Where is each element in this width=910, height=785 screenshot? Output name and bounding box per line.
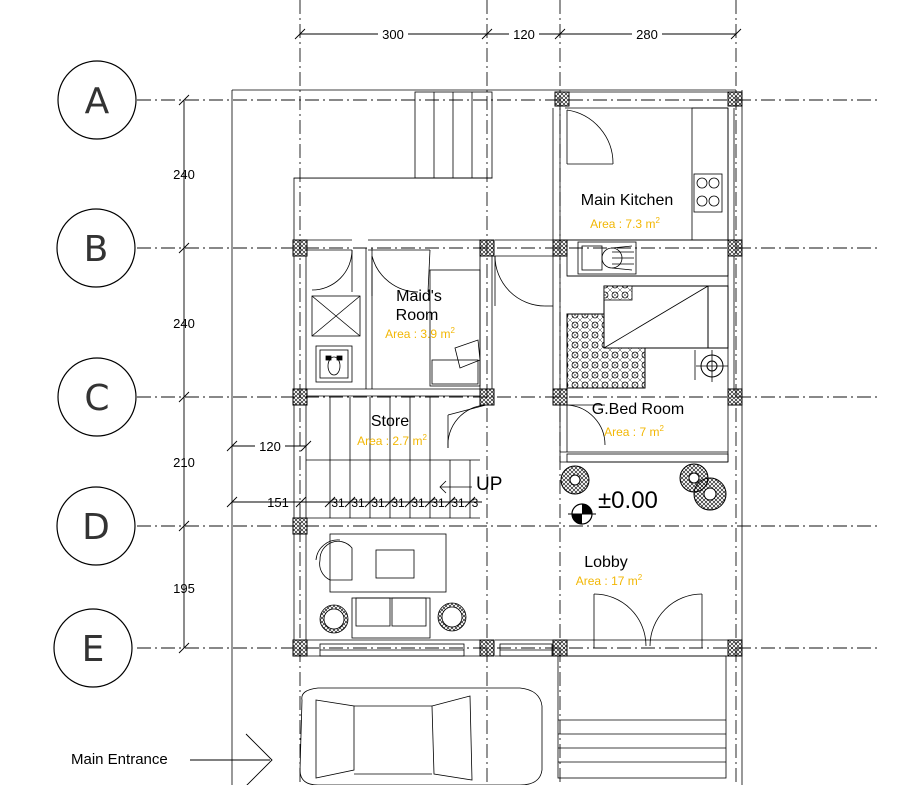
dim-210-cd: 210 (173, 455, 195, 470)
axis-bubble-b: B (56, 208, 136, 288)
dim-240-bc: 240 (173, 316, 195, 331)
gbed-name: G.Bed Room (592, 401, 684, 418)
dim-280: 280 (636, 27, 658, 42)
room-label-store: Store Area : 2.7 m2 (357, 413, 427, 448)
gbed-furniture (566, 285, 729, 389)
plant-1 (560, 465, 590, 495)
axis-label-b: B (84, 229, 109, 270)
lobby-name: Lobby (584, 554, 628, 571)
axis-bubble-a: A (57, 60, 137, 140)
room-label-kitchen: Main Kitchen Area : 7.3 m2 (581, 192, 674, 231)
level-text: ±0.00 (598, 487, 658, 514)
dim-120: 120 (513, 27, 535, 42)
room-label-lobby: Lobby Area : 17 m2 (576, 554, 643, 588)
axis-bubbles: A B C D E (53, 60, 137, 688)
kitchen-area: Area : 7.3 m2 (590, 216, 660, 231)
plant-3 (693, 477, 727, 511)
axis-bubble-c: C (57, 357, 137, 437)
kitchen-appliances (577, 173, 723, 275)
entrance-arrow: Main Entrance (71, 733, 273, 785)
structural-columns (292, 91, 743, 657)
bathroom-fixtures (311, 295, 361, 383)
store-area: Area : 2.7 m2 (357, 433, 427, 448)
dim-151: 151 (267, 495, 289, 510)
dim-195-de: 195 (173, 581, 195, 596)
room-label-maid: Maid's Room Area : 3.9 m2 (385, 288, 455, 341)
maid-area: Area : 3.9 m2 (385, 326, 455, 341)
entrance-label: Main Entrance (71, 751, 168, 768)
tread-4: 31 (391, 496, 405, 510)
grid-lines (137, 0, 880, 785)
main-stair (306, 397, 480, 519)
upper-stair (414, 91, 493, 179)
doors (311, 109, 703, 648)
level-marker: ±0.00 (568, 487, 658, 525)
tread-6: 31 (431, 496, 445, 510)
car (299, 687, 543, 785)
kitchen-name: Main Kitchen (581, 192, 674, 209)
axis-bubble-e: E (53, 608, 133, 688)
maid-bed (429, 269, 481, 387)
walls (231, 89, 743, 785)
store-width-dimension: 120 (226, 439, 312, 454)
axis-label-a: A (85, 81, 110, 122)
maid-name-2: Room (396, 307, 439, 324)
tread-8: 3 (472, 496, 479, 510)
tread-2: 31 (351, 496, 365, 510)
plants (560, 463, 727, 511)
dim-120-store: 120 (259, 439, 281, 454)
top-dimension-line: 300 120 280 (294, 27, 742, 42)
dim-240-ab: 240 (173, 167, 195, 182)
axis-label-c: C (84, 378, 109, 419)
store-name: Store (371, 413, 409, 430)
axis-label-e: E (82, 629, 105, 670)
windows (319, 453, 729, 657)
stair-up-label: UP (476, 474, 502, 495)
tread-7: 31 (451, 496, 465, 510)
lobby-area: Area : 17 m2 (576, 573, 643, 588)
axis-label-d: D (82, 507, 110, 548)
dim-300: 300 (382, 27, 404, 42)
stair-tread-dimension: 151 31 31 31 31 31 31 31 3 (226, 495, 482, 510)
room-label-gbed: G.Bed Room Area : 7 m2 (592, 401, 684, 439)
maid-name-1: Maid's (396, 288, 442, 305)
lobby-furniture (315, 533, 467, 639)
axis-bubble-d: D (56, 486, 136, 566)
tread-5: 31 (411, 496, 425, 510)
tread-1: 31 (331, 496, 345, 510)
tread-3: 31 (371, 496, 385, 510)
gbed-area: Area : 7 m2 (604, 424, 664, 439)
left-dimension-line: 240 240 210 195 (173, 94, 195, 654)
